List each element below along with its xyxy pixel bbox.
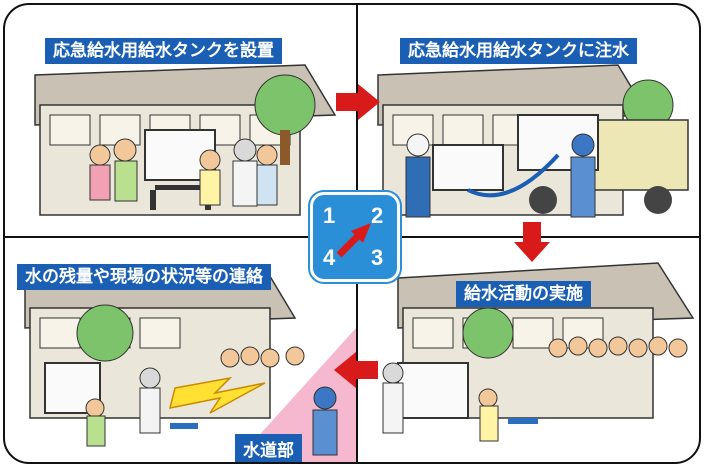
- hub-arrow-icon: [336, 223, 371, 258]
- step-order-hub: 1 2 3 4: [310, 192, 400, 282]
- arrow-right-icon: [336, 84, 380, 120]
- step-number-1: 1: [323, 203, 336, 228]
- panel-3: 給水活動の実施: [358, 238, 699, 462]
- panel-2-title: 応急給水用給水タンクに注水: [400, 38, 637, 64]
- step-number-3: 3: [371, 245, 384, 270]
- water-dept-label: 水道部: [235, 434, 302, 462]
- arrow-down-icon: [514, 222, 550, 262]
- panel-1: 応急給水用給水タンクを設置: [5, 5, 356, 236]
- panel-3-title: 給水活動の実施: [456, 281, 591, 307]
- panel-4-title: 水の残量や現場の状況等の連絡: [17, 264, 271, 290]
- step-number-2: 2: [371, 203, 384, 228]
- panel-4: 水の残量や現場の状況等の連絡 水道部: [5, 238, 356, 462]
- panel-2: 応急給水用給水タンクに注水: [358, 5, 699, 236]
- arrow-left-icon: [334, 352, 378, 388]
- panel-2-illustration: [377, 64, 689, 218]
- step-number-4: 4: [323, 245, 336, 270]
- panel-3-illustration: [382, 262, 695, 442]
- panel-1-illustration: [34, 64, 337, 216]
- rounded-frame: 応急給水用給水タンクを設置: [3, 3, 701, 464]
- panel-1-title: 応急給水用給水タンクを設置: [45, 38, 282, 64]
